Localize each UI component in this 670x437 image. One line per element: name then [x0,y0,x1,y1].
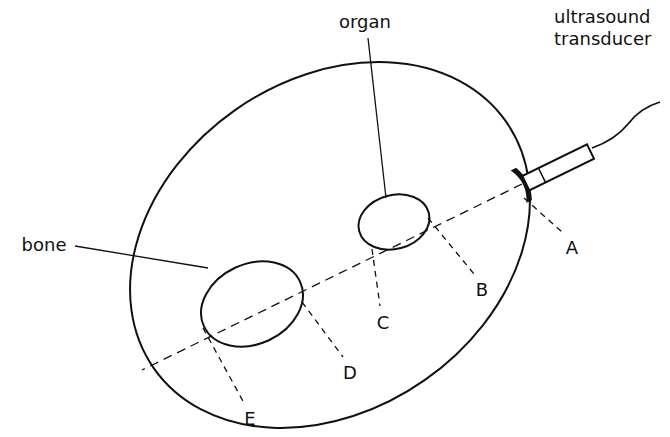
transducer-cable [592,102,660,148]
leader-line [368,38,386,198]
leader-line [75,246,208,268]
body-outline [59,0,601,437]
callout-letter: E [244,408,255,430]
part-label: organ [339,11,391,33]
part-label: bone [22,234,67,256]
callout-letter: A [566,237,578,259]
leader-line [203,328,244,403]
leader-line [302,302,343,357]
transducer-symbol [511,135,599,202]
leader-lines [75,38,562,403]
bone-outline [187,245,317,362]
part-label: ultrasound transducer [554,6,666,50]
beam-path [142,184,522,370]
leader-line [372,249,380,306]
callout-letter: D [343,362,357,384]
leader-line [524,198,562,232]
leader-line [428,218,474,274]
callout-letter: B [476,279,488,301]
callout-letter: C [377,312,390,334]
